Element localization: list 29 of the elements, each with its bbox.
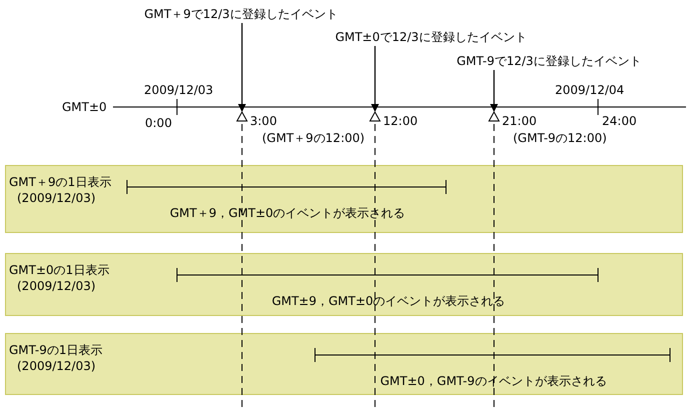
event-label: GMT±0で12/3に登録したイベント [335, 30, 527, 44]
view-band [5, 333, 683, 395]
arrow [490, 70, 498, 112]
time-label: 0:00 [145, 116, 172, 130]
band-title: GMT＋9の1日表示 [9, 175, 112, 189]
band-title: GMT-9の1日表示 [9, 343, 102, 357]
band-note: GMT±9，GMT±0のイベントが表示される [272, 294, 506, 308]
view-band [5, 165, 683, 233]
time-label: 3:00 [250, 114, 277, 128]
time-note: (GMT＋9の12:00) [262, 131, 365, 145]
date-label: 2009/12/04 [555, 83, 624, 97]
arrow [371, 46, 379, 112]
time-note: (GMT-9の12:00) [513, 131, 607, 145]
time-label: 12:00 [383, 114, 418, 128]
event-label: GMT-9で12/3に登録したイベント [456, 54, 642, 68]
triangle-marker [369, 110, 381, 122]
date-label: 2009/12/03 [144, 83, 214, 97]
time-label: 21:00 [502, 114, 537, 128]
band-date: (2009/12/03) [17, 279, 96, 293]
time-label: 24:00 [602, 114, 637, 128]
triangle-marker [236, 110, 248, 122]
band-date: (2009/12/03) [17, 191, 96, 205]
arrow [238, 23, 246, 112]
view-band [5, 253, 683, 316]
triangle-marker [488, 110, 500, 122]
timezone-label: GMT±0 [62, 100, 107, 114]
event-label: GMT＋9で12/3に登録したイベント [144, 7, 338, 21]
band-title: GMT±0の1日表示 [9, 263, 110, 277]
band-date: (2009/12/03) [17, 359, 96, 373]
